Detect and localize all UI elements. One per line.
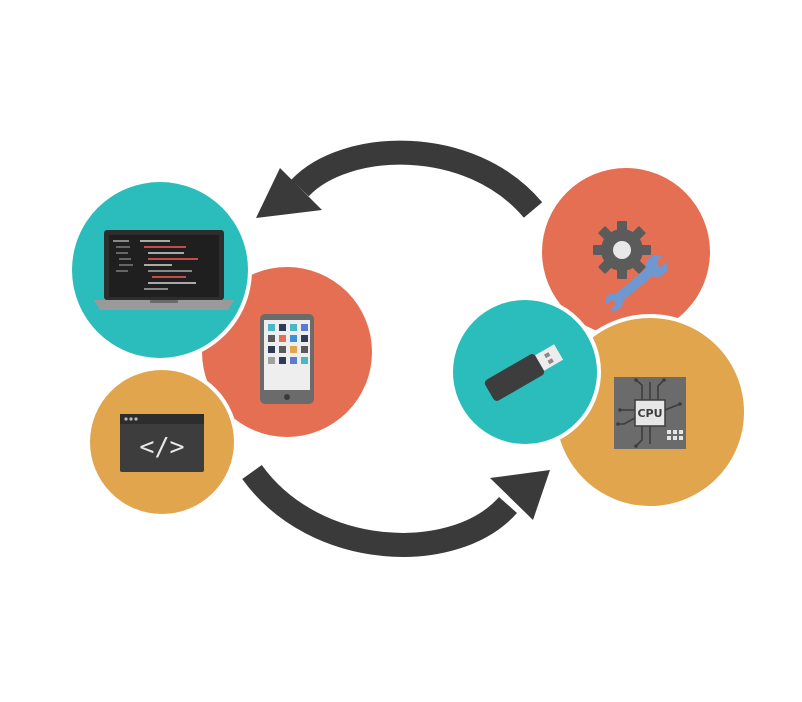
cpu-circle: CPU [552,314,748,510]
tablet-circle [202,267,372,437]
laptop-circle [68,178,252,362]
cycle-arrow-bottom [242,464,550,557]
cycle-arrow-top [256,140,543,219]
tablet-icon [260,314,314,404]
code-window-icon: </> [120,414,204,472]
cpu-label: CPU [637,407,662,420]
cpu-chip-icon: CPU [614,377,686,449]
usb-circle [449,296,601,448]
gear-circle [542,168,710,336]
usb-drive-icon [484,344,564,401]
gear-wrench-icon [593,221,670,311]
code-symbol: </> [139,432,184,461]
code-circle: </> [86,366,238,518]
laptop-icon [94,230,234,310]
